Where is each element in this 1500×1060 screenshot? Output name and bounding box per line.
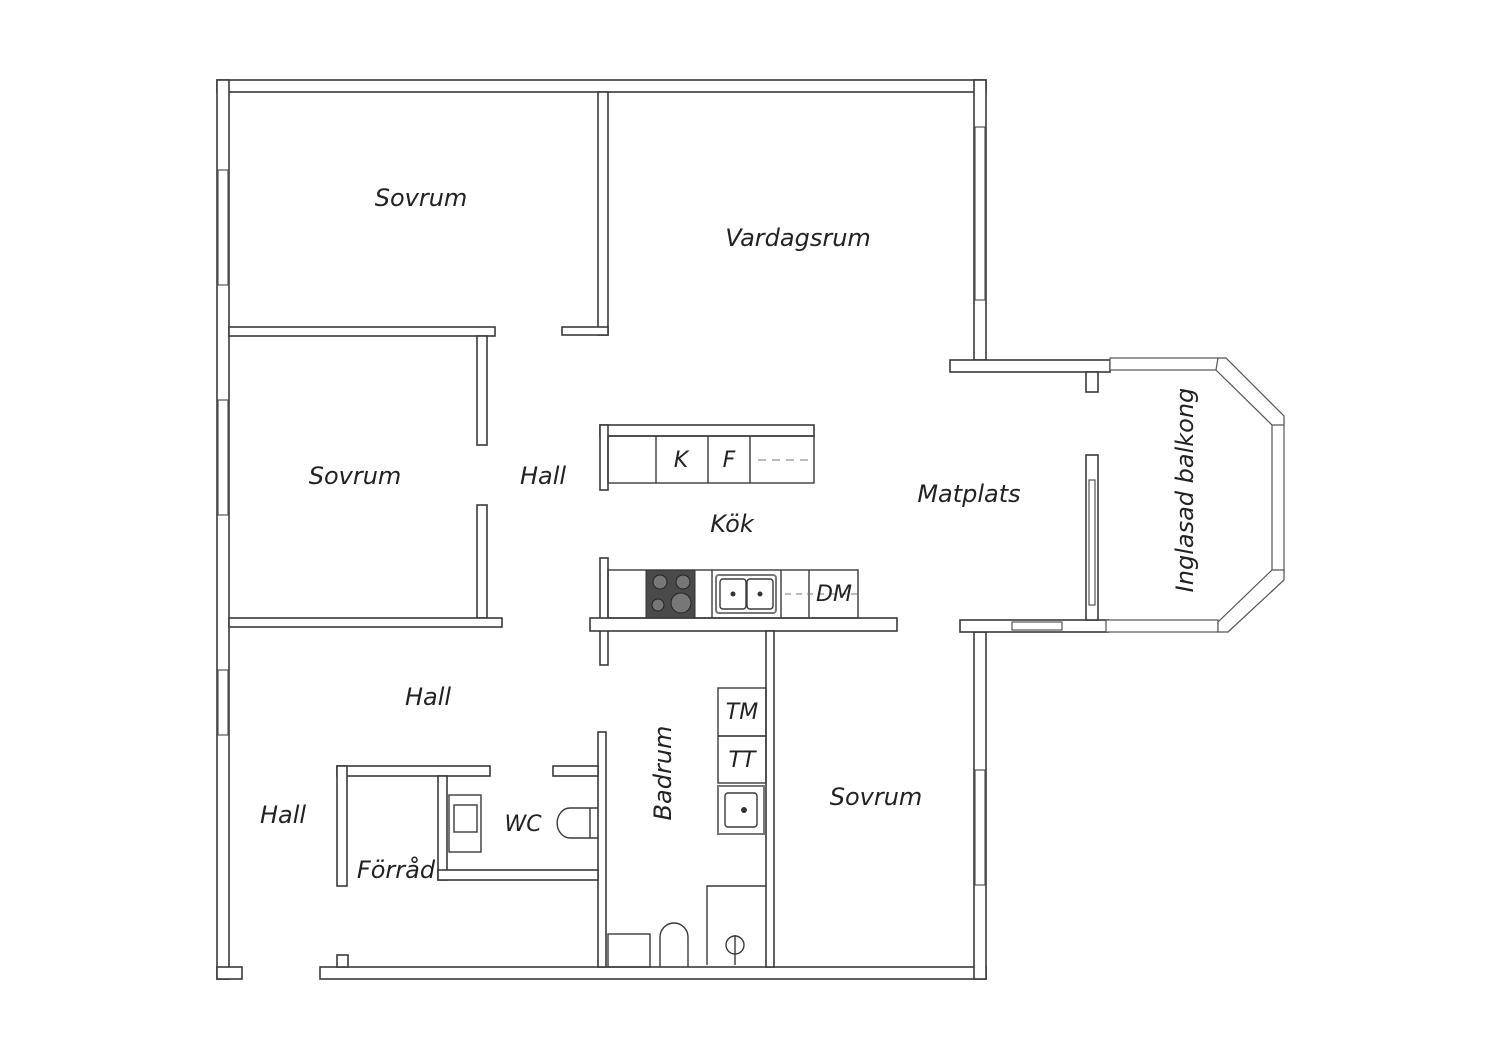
- room-label-vardagsrum: Vardagsrum: [725, 224, 871, 252]
- room-label-sovrum: Sovrum: [830, 783, 923, 811]
- bathroom-fixtures: [448, 687, 767, 968]
- room-label-sovrum: Sovrum: [375, 184, 468, 212]
- balcony-glazing: [1215, 357, 1285, 426]
- wall-kitchen-lower: [589, 617, 898, 632]
- wall-sovrum2-bottom: [228, 617, 503, 628]
- wall-stub: [336, 954, 349, 968]
- balcony-glazing: [1271, 419, 1285, 576]
- window: [974, 126, 986, 301]
- wall-badrum-left: [597, 731, 607, 968]
- wall-wc-bottom: [437, 869, 599, 881]
- wall-kitchen-upper: [599, 424, 815, 437]
- window: [217, 169, 229, 286]
- room-label-matplats: Matplats: [917, 480, 1020, 508]
- wall-badrum-sovrum: [765, 630, 775, 968]
- room-label-kok: Kök: [710, 510, 755, 538]
- wall-wc-top: [552, 765, 599, 777]
- sink-icon: [715, 574, 777, 614]
- balcony-glazing: [1105, 619, 1219, 633]
- wall-top: [216, 79, 987, 93]
- window: [1088, 479, 1096, 606]
- dryer: [717, 735, 767, 784]
- wall-kitchen-lower-stub: [599, 557, 609, 666]
- room-label-hall: Hall: [520, 462, 566, 490]
- room-label-inglasad-balkong: Inglasad balkong: [1171, 388, 1199, 593]
- upper-counter: [607, 435, 815, 484]
- wall-forrad-right: [437, 775, 448, 881]
- wall-bottom: [319, 966, 987, 980]
- labels: Sovrum Vardagsrum Sovrum Hall Kök Matpla…: [260, 184, 1199, 884]
- appliance-label-tt: TT: [729, 748, 757, 773]
- wall-forrad-top: [336, 765, 491, 777]
- balcony-glazing: [1109, 357, 1219, 371]
- wall-sovrum2-right-lower: [476, 504, 488, 619]
- windows: [217, 126, 1285, 886]
- kitchen-fixtures: [607, 435, 859, 619]
- room-label-forrad: Förråd: [357, 855, 436, 884]
- wall-forrad-left: [336, 765, 348, 887]
- wall-stub: [561, 326, 609, 336]
- wall-stub: [1085, 371, 1099, 393]
- washbasin-icon: [607, 933, 651, 968]
- appliance-label-tm: TM: [726, 700, 758, 725]
- window: [974, 769, 986, 886]
- window: [217, 399, 229, 516]
- wall-sovrum-vardagsrum: [597, 91, 609, 336]
- appliance-label-f: F: [723, 448, 736, 473]
- wc-toilet-icon: [556, 807, 598, 839]
- appliance-label-k: K: [674, 448, 690, 473]
- room-label-wc: WC: [504, 812, 542, 837]
- appliance-label-dm: DM: [816, 582, 852, 607]
- wall-bottom-left: [216, 966, 243, 980]
- wall-kitchen-upper-stub: [599, 424, 609, 491]
- room-label-sovrum: Sovrum: [309, 462, 402, 490]
- room-label-hall: Hall: [405, 683, 451, 711]
- wall-sovrum-divider: [228, 326, 496, 337]
- toilet-icon: [659, 922, 689, 967]
- window: [1011, 621, 1063, 631]
- wall-balcony-top: [949, 359, 1111, 373]
- lower-counter: [607, 569, 859, 619]
- window: [217, 669, 229, 736]
- balcony-glazing: [1217, 569, 1285, 633]
- room-label-badrum: Badrum: [649, 726, 677, 821]
- wall-sovrum2-right-upper: [476, 335, 488, 446]
- room-label-hall: Hall: [260, 801, 306, 829]
- shower-screen: [706, 885, 766, 965]
- wc-sink-icon: [448, 794, 482, 853]
